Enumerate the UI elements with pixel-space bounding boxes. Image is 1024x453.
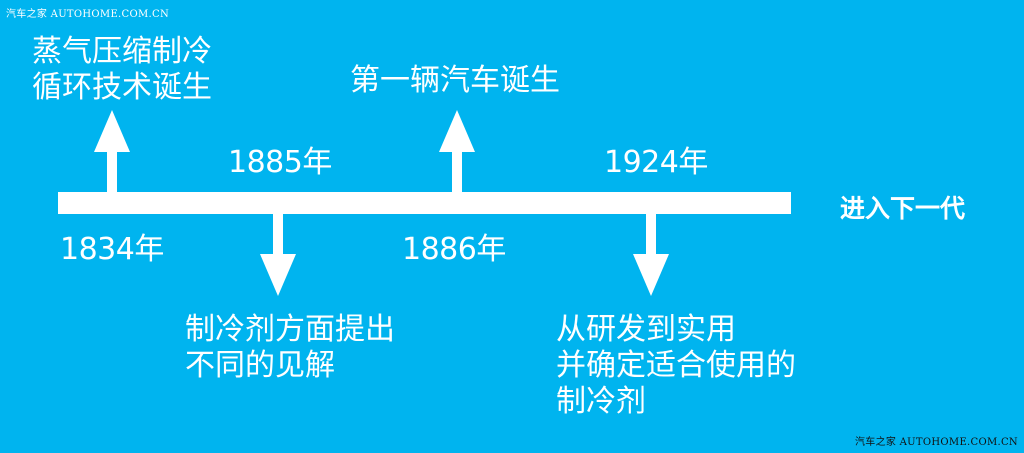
timeline-bar bbox=[58, 192, 791, 214]
caption-1885-line-2: 不同的见解 bbox=[185, 348, 335, 383]
caption-1834: 蒸气压缩制冷 循环技术诞生 bbox=[32, 34, 212, 106]
caption-1886-line-1: 第一辆汽车诞生 bbox=[350, 63, 560, 98]
next-generation-label: 进入下一代 bbox=[840, 194, 966, 223]
caption-1834-line-2: 循环技术诞生 bbox=[32, 70, 212, 105]
year-1886: 1886年 bbox=[402, 232, 506, 267]
year-1924: 1924年 bbox=[604, 145, 708, 180]
year-1885: 1885年 bbox=[228, 145, 332, 180]
year-1834: 1834年 bbox=[60, 232, 164, 267]
watermark-bottom: 汽车之家 AUTOHOME.COM.CN bbox=[854, 437, 1018, 448]
caption-1924-line-2: 并确定适合使用的 bbox=[556, 348, 796, 383]
caption-1885: 制冷剂方面提出 不同的见解 bbox=[185, 312, 395, 384]
caption-1885-line-1: 制冷剂方面提出 bbox=[185, 312, 395, 347]
caption-1924-line-1: 从研发到实用 bbox=[556, 312, 736, 347]
caption-1924: 从研发到实用 并确定适合使用的 制冷剂 bbox=[556, 312, 796, 420]
watermark-top: 汽车之家 AUTOHOME.COM.CN bbox=[6, 9, 170, 20]
caption-1924-line-3: 制冷剂 bbox=[556, 384, 646, 419]
caption-1834-line-1: 蒸气压缩制冷 bbox=[32, 34, 212, 69]
caption-1886: 第一辆汽车诞生 bbox=[350, 63, 560, 99]
